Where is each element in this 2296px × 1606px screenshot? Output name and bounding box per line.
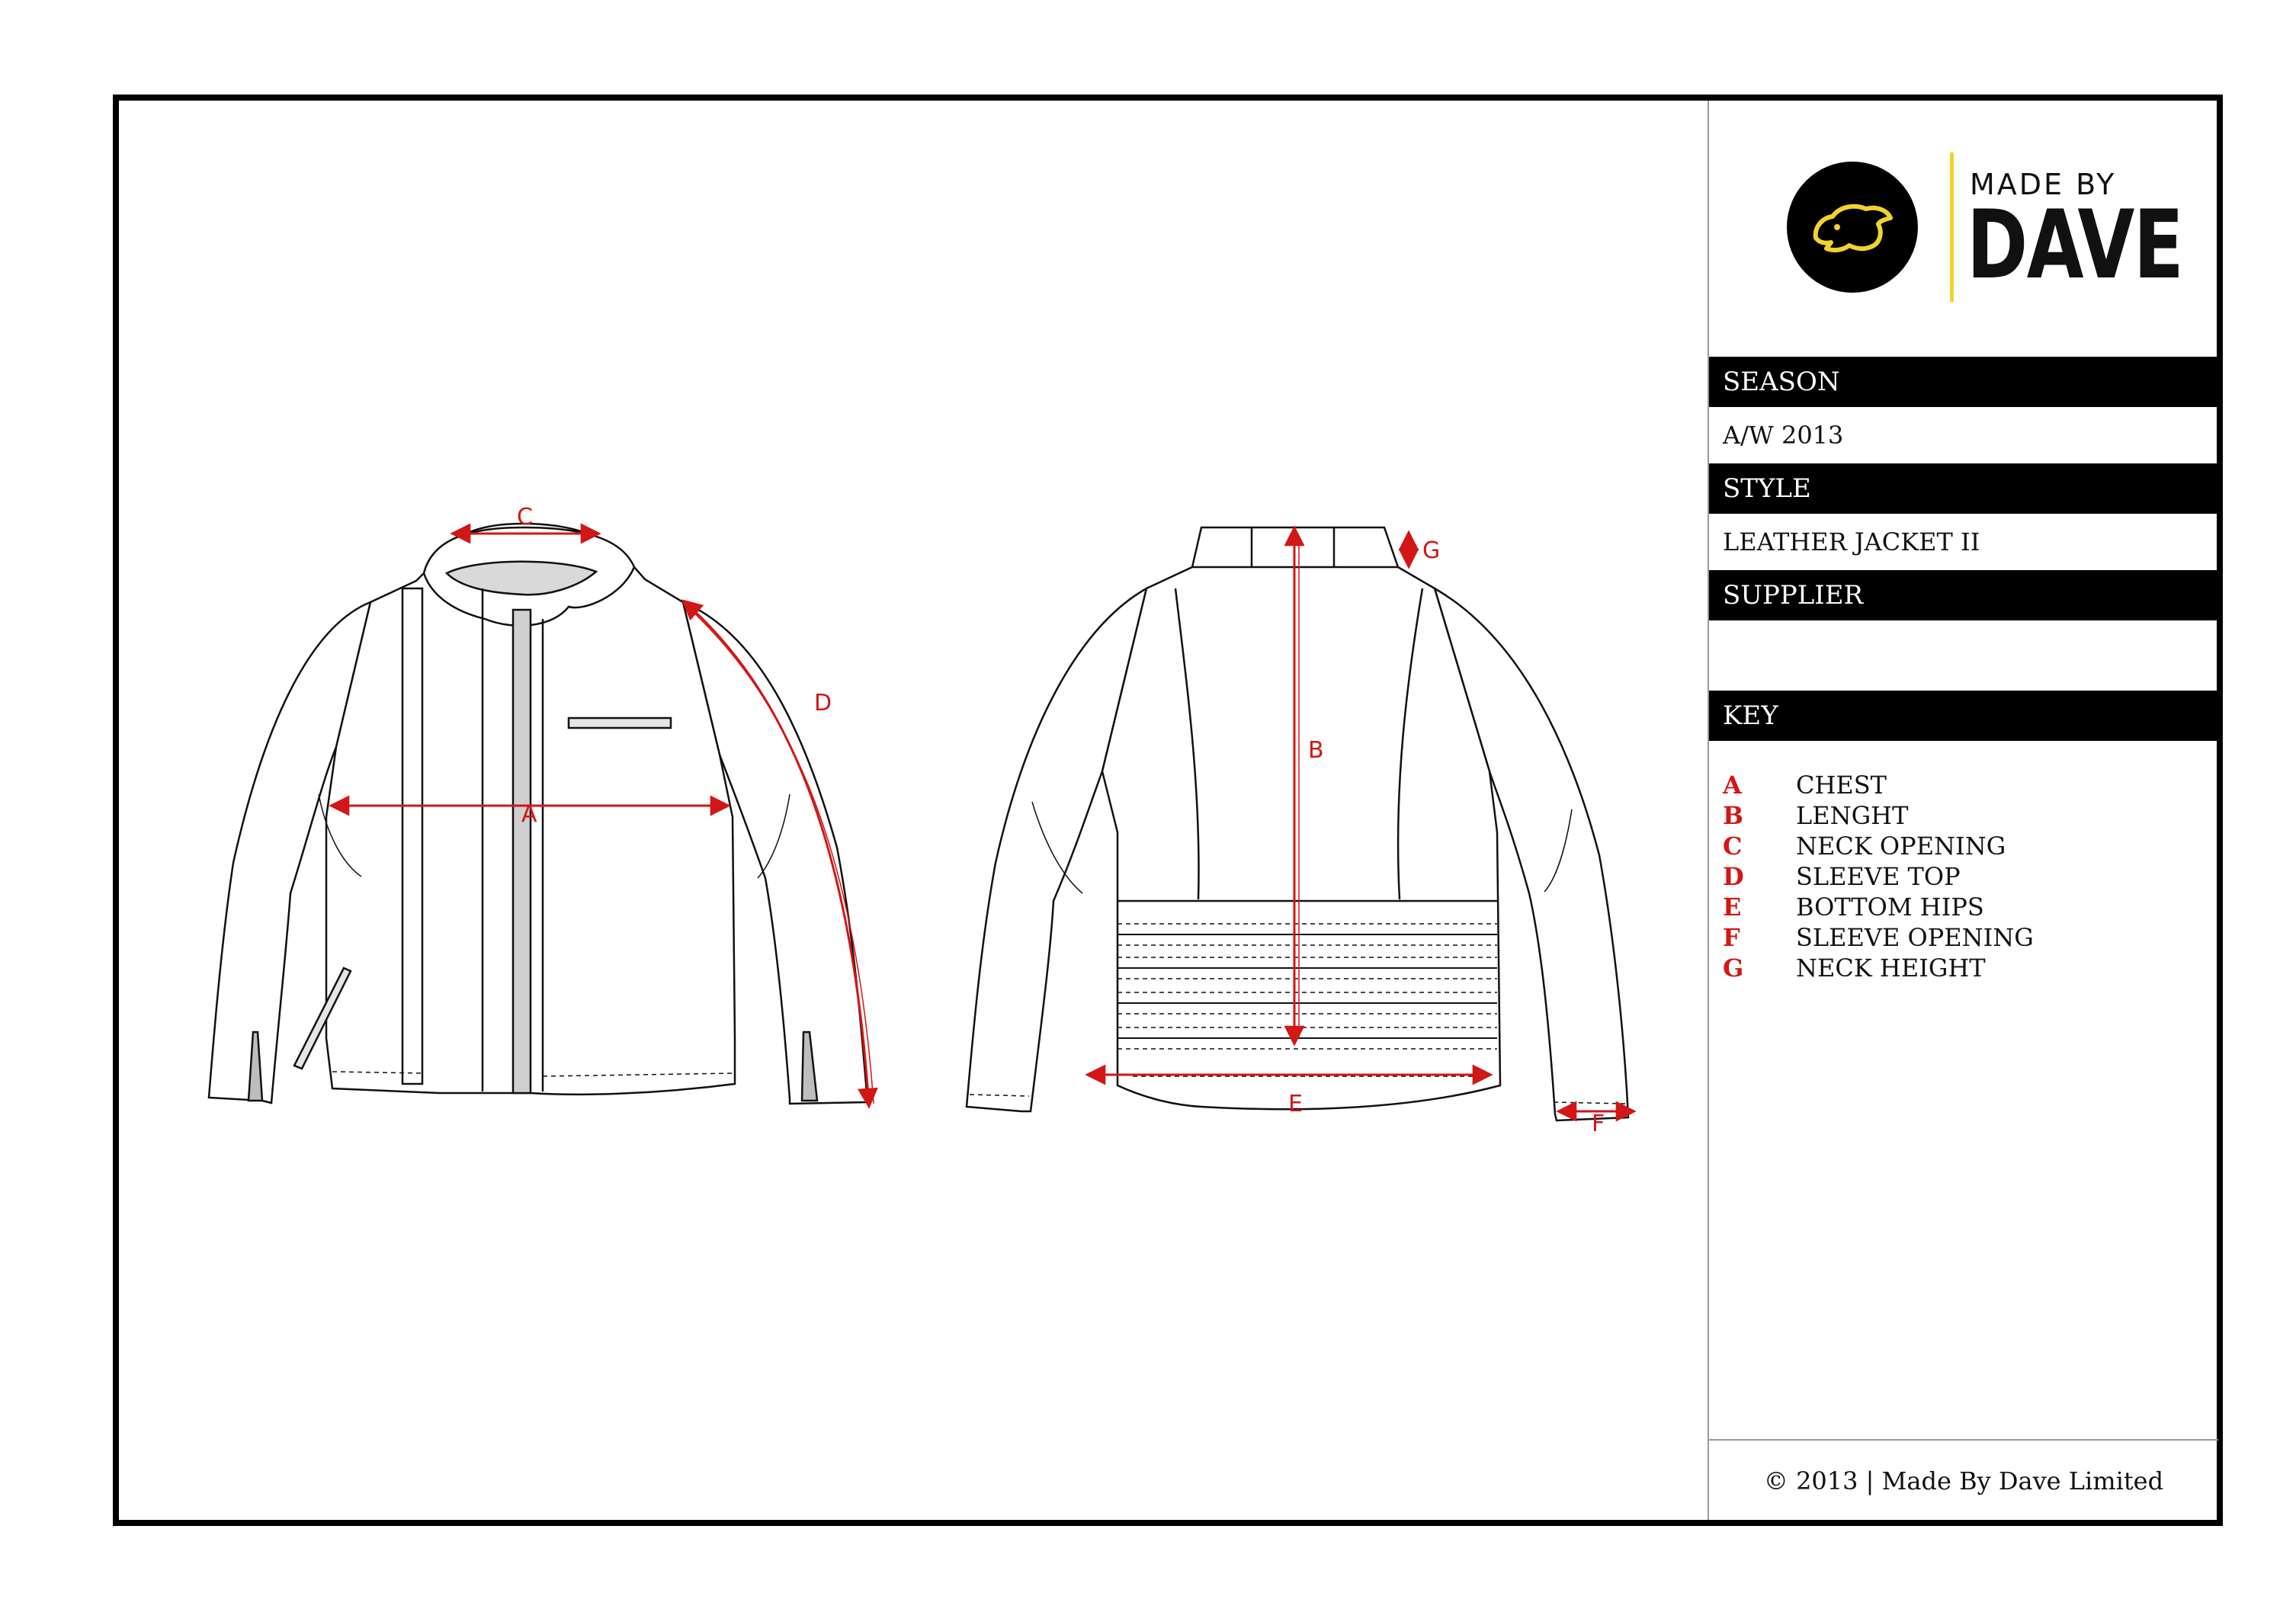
logo-divider [1950,152,1954,302]
supplier-value [1709,620,2218,677]
key-letter: G [1723,954,1744,983]
style-header: STYLE [1709,463,2218,514]
back-princess-seams [1174,588,1424,900]
key-item: F SLEEVE OPENING [1723,922,2211,953]
front-hip-pocket [293,966,352,1070]
brand-name: DAVE [1967,191,2184,300]
key-label: NECK OPENING [1796,832,2006,861]
key-letter: E [1723,893,1742,922]
key-item: A CHEST [1723,770,2211,800]
measure-label-g: G [1422,537,1440,564]
key-letter: F [1723,923,1740,952]
key-label: SLEEVE OPENING [1796,923,2034,952]
season-value: A/W 2013 [1723,421,1844,450]
spec-sheet-frame: A B C D E F G MADE BY DAVE SEASON A/W 20 [113,95,2223,1526]
measure-label-f: F [1592,1111,1605,1137]
key-label: CHEST [1796,771,1887,800]
front-placket [401,587,424,1085]
supplier-header: SUPPLIER [1709,570,2218,620]
key-letter: C [1723,832,1743,861]
key-label: BOTTOM HIPS [1796,893,1984,922]
key-label: LENGHT [1796,801,1909,830]
jacket-back-view [965,526,1630,1122]
front-chest-pocket [567,716,672,729]
key-item: C NECK OPENING [1723,831,2211,861]
measurement-key-list: A CHEST B LENGHT C NECK OPENING D SLEEVE TOP… [1723,770,2211,983]
front-collar-inner [444,560,598,596]
back-collar-center [1250,527,1336,567]
back-body [1101,526,1502,1111]
copyright-footer: © 2013 | Made By Dave Limited [1709,1439,2218,1521]
technical-drawing: A B C D E F G [119,101,1708,1520]
brand-made-by: MADE BY [1970,168,2117,201]
measure-label-a: A [521,801,537,828]
key-item: E BOTTOM HIPS [1723,892,2211,922]
logo-badge [1787,162,1918,293]
key-letter: A [1723,771,1742,800]
key-item: D SLEEVE TOP [1723,861,2211,892]
key-item: B LENGHT [1723,800,2211,831]
jacket-front-view [207,522,869,1105]
info-panel: MADE BY DAVE SEASON A/W 2013 STYLE LEATH… [1708,101,2218,1520]
measure-label-b: B [1308,737,1324,764]
brand-logo: MADE BY DAVE [1709,101,2218,359]
key-letter: B [1723,801,1744,830]
measure-line-sleeve-top [681,599,878,1109]
front-zipper [511,608,532,1095]
key-letter: D [1723,862,1744,891]
measure-label-d: D [814,690,832,716]
measure-label-c: C [517,504,533,531]
style-value: LEATHER JACKET II [1723,527,1980,556]
key-item: G NECK HEIGHT [1723,953,2211,983]
back-quilt-lines [1118,934,1497,1039]
front-left-cuff-vent [247,1031,264,1102]
measure-label-e: E [1288,1091,1303,1117]
measure-line-sleeve-top-ghost [690,609,874,1104]
key-label: SLEEVE TOP [1796,862,1961,891]
key-header: KEY [1709,691,2218,741]
key-label: NECK HEIGHT [1796,954,1986,983]
jacket-drawing-svg: A B C D E F G [207,504,1637,1137]
measurement-lines [329,523,1637,1122]
dog-head-icon [1813,204,1893,253]
season-header: SEASON [1709,357,2218,407]
back-right-sleeve [1432,586,1630,1122]
front-left-sleeve [207,600,372,1104]
